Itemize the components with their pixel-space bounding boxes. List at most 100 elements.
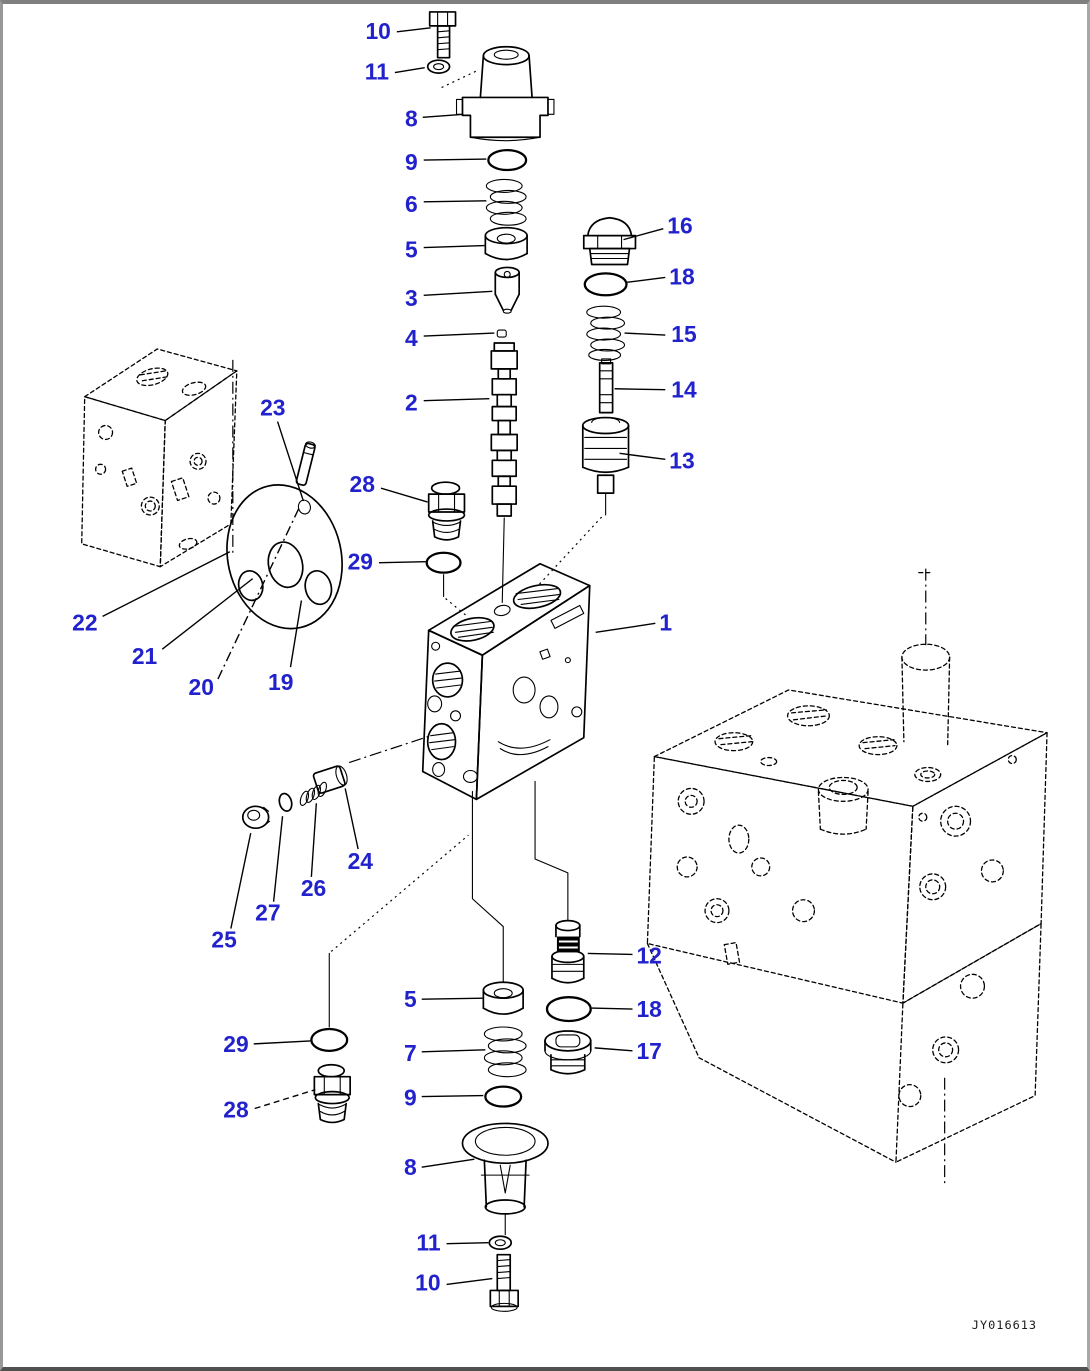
callout-18-bot: 18 [636,996,662,1022]
plate-19-22 [226,484,343,630]
axis-dotted-13-body [538,516,603,585]
callout-4-top: 4 [405,325,418,351]
callout-8-bot: 8 [404,1154,417,1180]
leader-16 [623,228,664,241]
leader-11-bot [446,1242,489,1245]
part-25-nut [241,805,271,830]
callout-9-bot: 9 [404,1085,417,1111]
leader-10-bot [446,1277,493,1286]
part-27-washer [278,792,293,812]
leader-15 [624,332,666,336]
axis-dotted-11-8 [441,69,480,89]
callout-13: 13 [669,447,694,473]
callout-3-top: 3 [405,285,418,311]
callout-27: 27 [255,900,280,926]
part-24-plug [312,765,348,794]
leader-25 [230,832,252,929]
leader-23 [276,421,305,502]
watermark: JY016613 [972,1318,1037,1332]
callout-5-top: 5 [405,237,418,263]
leader-21 [161,578,254,650]
axis-dotted-29-body [445,598,469,618]
part-28-plug-upper [427,481,466,541]
callout-22: 22 [72,609,97,635]
callout-18-top: 18 [669,263,695,289]
adjacent-section-outline [81,348,238,568]
part-3-valve [494,266,520,314]
leader-24 [344,788,359,850]
callout-28-top: 28 [350,471,376,497]
part-9-oring-bottom [484,1085,523,1108]
callout-19: 19 [268,669,293,695]
callout-12: 12 [636,942,661,968]
part-11-nut-top [426,59,451,74]
callout-28-bot: 28 [223,1096,249,1122]
callout-5-bot: 5 [404,986,417,1012]
part-1-valve-body [421,562,591,801]
part-2-spool [490,342,519,604]
leader-27 [272,816,284,902]
leader-2-spool [423,397,490,402]
callout-15: 15 [671,321,697,347]
callout-10-bot: 10 [415,1269,440,1295]
callout-29-bot: 29 [223,1031,248,1057]
callout-26: 26 [301,875,326,901]
part-10-bolt-top [428,11,457,59]
part-5-retainer-bottom [482,981,524,1015]
callout-11-bot: 11 [416,1230,440,1256]
leader-1 [595,622,656,634]
callout-29-top: 29 [348,549,373,575]
part-13-sleeve [581,416,630,516]
part-9-oring-top [487,148,528,172]
callout-6-top: 6 [405,191,418,217]
part-16-plug [582,216,637,266]
leader-29-top [378,561,426,564]
part-11-nut-bottom [488,1235,513,1251]
axis-dashdot-24-body [348,736,428,764]
leader-3-top [423,290,493,296]
part-8-cover-bottom [461,1122,549,1236]
leader-14 [614,388,666,391]
part-7-spring [483,1026,527,1078]
leader-13 [619,452,666,461]
callout-25: 25 [211,926,237,952]
part-10-bolt-bottom [489,1253,520,1312]
leader-28-top [380,487,428,503]
part-23-pin [295,441,316,486]
callout-23: 23 [260,395,285,421]
leader-10-top [396,27,431,33]
leader-9-bot [421,1094,484,1098]
leader-4-top [423,332,495,337]
leader-26 [310,803,318,877]
callout-21: 21 [132,643,158,669]
callout-10-top: 10 [365,18,390,44]
callout-9-top: 9 [405,149,418,175]
leader-5-bot [421,997,484,1000]
part-5-retainer-top [484,226,528,261]
callout-11-top: 11 [365,59,389,85]
callout-20: 20 [189,674,214,700]
part-15-spring [586,305,626,361]
leader-11-top [394,66,425,74]
callout-7: 7 [404,1040,417,1066]
callout-2-spool: 2 [405,390,418,416]
callout-14: 14 [671,377,697,403]
part-4-pin [496,329,507,338]
part-17-plug [544,1030,592,1075]
leader-9-top [423,158,487,161]
leader-5-top [423,244,485,249]
part-26-spring [299,781,328,806]
leader-20 [217,504,302,680]
leader-17 [594,1047,633,1052]
leader-18-top [626,276,666,284]
part-18-oring-top [583,272,628,297]
part-18-oring-bottom [545,996,592,1023]
body-to-lower-line-left [471,790,504,983]
leader-28-bot [254,1088,316,1110]
leader-19 [289,600,303,668]
part-12-valve [551,919,585,984]
callout-24: 24 [348,848,374,874]
leader-8-top [422,113,464,119]
